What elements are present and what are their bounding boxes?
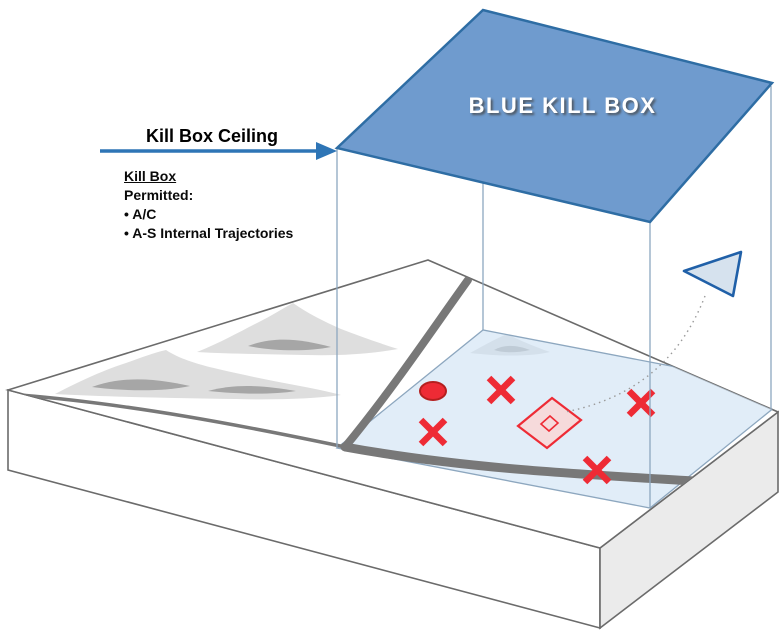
friendly-aircraft-icon [682,250,743,298]
mountain-shadow [248,339,331,351]
enemy-target-x [626,388,656,418]
legend-subtitle: Permitted: [124,187,194,203]
legend-title: Kill Box [124,168,177,184]
mountain-range-back [197,303,398,356]
ceiling-arrow-label: Kill Box Ceiling [146,126,279,146]
enemy-target-x [418,417,448,447]
road-north [341,276,472,451]
kill-box-ceiling-face [334,8,775,224]
enemy-unit-diamond [516,396,583,450]
kill-box-legend: Kill Box Permitted: • A/C • A-S Internal… [124,167,293,243]
enemy-position-ellipse [419,381,447,401]
road-west [18,393,347,449]
road-main [340,442,698,486]
mountain-shadow [208,386,296,394]
enemy-unit-diamond-inner [539,414,560,433]
blue-kill-box-label: BLUE KILL BOX [468,93,657,118]
mountain-shadow [92,379,190,391]
legend-item: • A-S Internal Trajectories [124,225,294,241]
weapon-trajectory-path [564,295,706,413]
legend-item: • A/C [124,206,157,222]
enemy-target-x [582,455,612,485]
ceiling-arrow-head [316,142,337,160]
terrain-detail-group [18,276,778,509]
enemy-target-x [486,375,516,405]
